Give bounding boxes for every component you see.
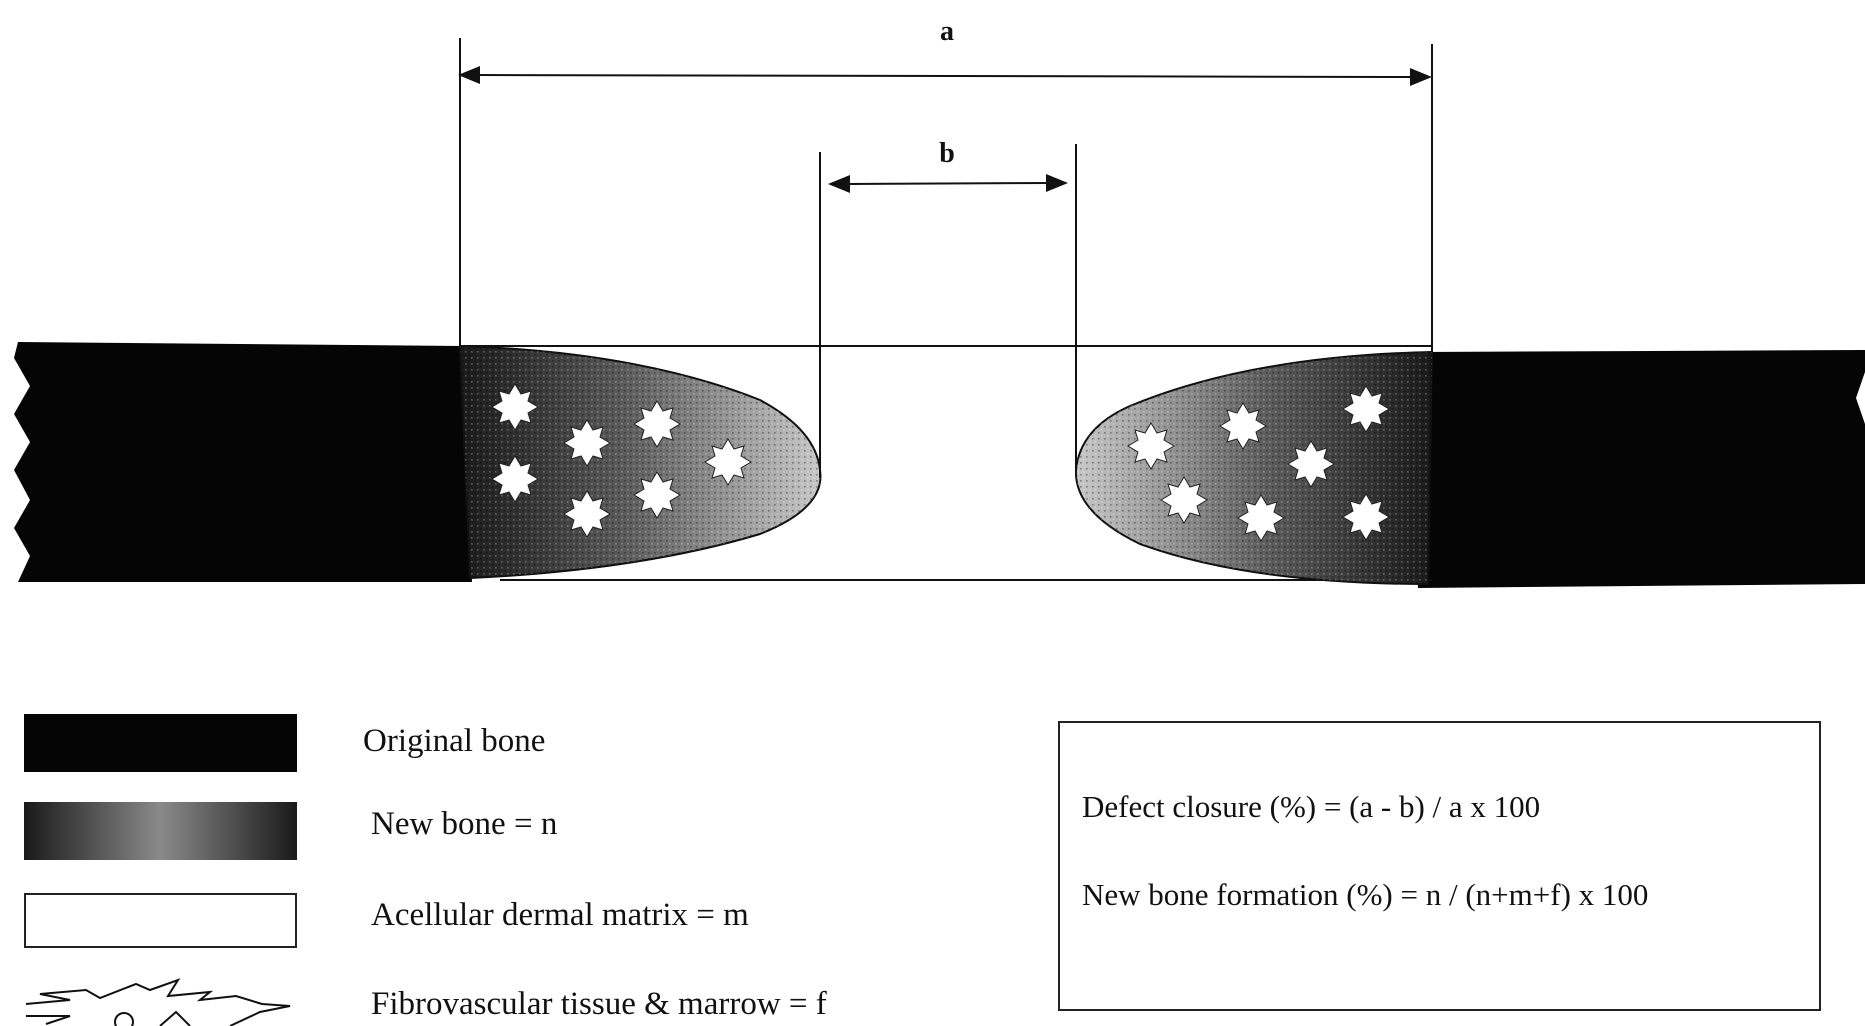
marrow-star	[1219, 402, 1267, 450]
marrow-star	[1342, 493, 1390, 541]
legend-matrix-label: Acellular dermal matrix = m	[371, 897, 749, 933]
legend-fibro-swatch	[25, 978, 291, 1026]
dimension-b-line	[845, 182, 1055, 185]
marrow-star	[491, 383, 539, 431]
original-bone-right	[1410, 350, 1865, 588]
marrow-star	[1160, 476, 1208, 524]
legend-fibro-label: Fibrovascular tissue & marrow = f	[371, 986, 827, 1022]
new-bone-left-texture	[460, 346, 821, 578]
marrow-star	[1127, 422, 1175, 470]
dimension-b-label: b	[939, 138, 955, 169]
original-bone-right-notch	[1856, 372, 1865, 424]
marrow-stars-left	[491, 383, 752, 538]
dimension-a-line	[475, 74, 1417, 78]
dimension-a-arrow-right	[1410, 68, 1432, 86]
marrow-star	[704, 438, 752, 486]
legend-original-bone-swatch	[24, 714, 297, 772]
legend-matrix-swatch	[24, 893, 297, 948]
new-bone-right-texture	[1075, 352, 1432, 584]
legend-original-bone-label: Original bone	[363, 723, 546, 759]
formula-box: Defect closure (%) = (a - b) / a x 100 N…	[1058, 721, 1821, 1011]
marrow-star	[633, 471, 681, 519]
dimension-b-arrow-right	[1046, 174, 1068, 192]
dimension-a-label: a	[940, 16, 954, 47]
marrow-star	[633, 400, 681, 448]
marrow-star	[1237, 494, 1285, 542]
defect-closure-formula: Defect closure (%) = (a - b) / a x 100	[1082, 789, 1541, 824]
new-bone-formation-formula: New bone formation (%) = n / (n+m+f) x 1…	[1082, 877, 1649, 912]
marrow-star	[563, 419, 611, 467]
legend-new-bone-label: New bone = n	[371, 806, 558, 842]
dimension-b-arrow-left	[828, 175, 850, 193]
marrow-stars-right	[1127, 385, 1390, 542]
marrow-star	[491, 455, 539, 503]
marrow-star	[1287, 440, 1335, 488]
legend-new-bone-swatch	[24, 802, 297, 860]
original-bone-left	[14, 342, 472, 582]
marrow-star	[563, 490, 611, 538]
marrow-star	[1342, 385, 1390, 433]
dimension-a-arrow-left	[458, 66, 480, 84]
